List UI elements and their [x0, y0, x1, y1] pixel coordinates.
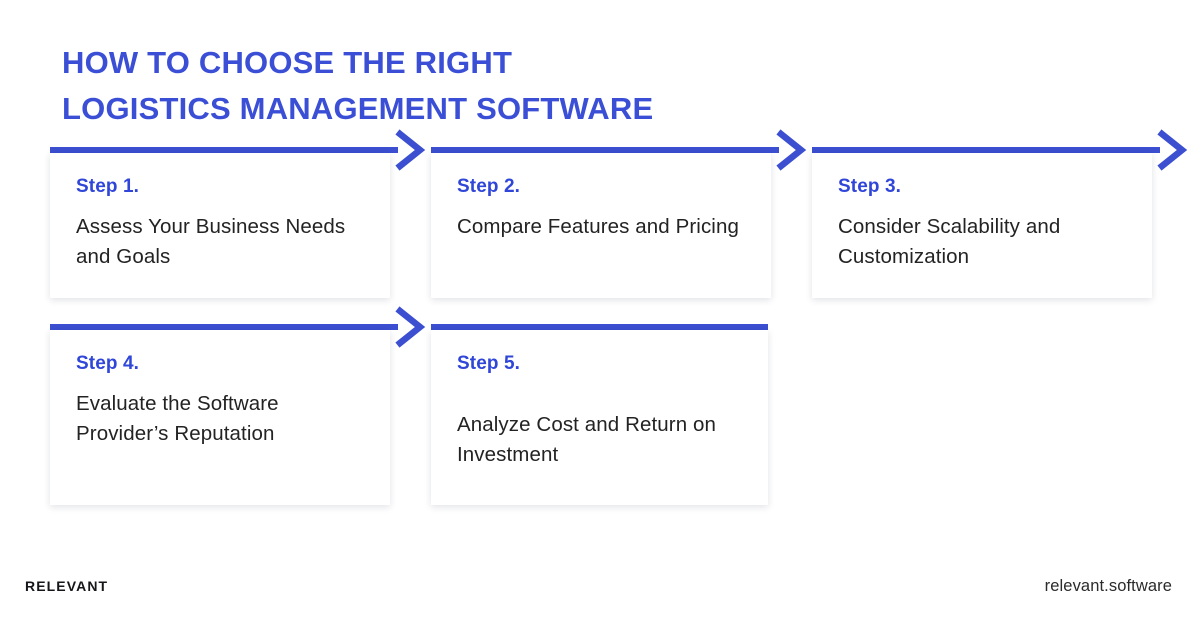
connector-line-step-4: [50, 324, 398, 330]
step-card-5[interactable]: Step 5. Analyze Cost and Return on Inves…: [431, 330, 768, 505]
step-card-3[interactable]: Step 3. Consider Scalability and Customi…: [812, 153, 1152, 298]
step-card-1[interactable]: Step 1. Assess Your Business Needs and G…: [50, 153, 390, 298]
step-card-2-label: Step 2.: [457, 176, 520, 197]
step-card-2[interactable]: Step 2. Compare Features and Pricing: [431, 153, 771, 298]
arrowhead-step-1: [395, 129, 430, 171]
step-card-5-description: Analyze Cost and Return on Investment: [457, 413, 716, 466]
step-card-2-description: Compare Features and Pricing: [457, 215, 739, 238]
step-card-5-label: Step 5.: [457, 353, 520, 374]
arrowhead-step-4: [395, 306, 430, 348]
step-card-1-label: Step 1.: [76, 176, 139, 197]
connector-line-step-2: [431, 147, 779, 153]
step-card-3-description: Consider Scalability and Customization: [838, 215, 1061, 268]
step-card-4-description: Evaluate the Software Provider’s Reputat…: [76, 392, 279, 445]
arrowhead-step-3: [1157, 129, 1192, 171]
footer-website-url[interactable]: relevant.software: [1044, 577, 1172, 595]
step-card-4-label: Step 4.: [76, 353, 139, 374]
connector-line-step-5: [431, 324, 768, 330]
page-title-line-1: HOW TO CHOOSE THE RIGHT: [62, 45, 513, 80]
step-card-4[interactable]: Step 4. Evaluate the Software Provider’s…: [50, 330, 390, 505]
arrowhead-step-2: [776, 129, 811, 171]
page-title-line-2: LOGISTICS MANAGEMENT SOFTWARE: [62, 91, 654, 126]
connector-line-step-1: [50, 147, 398, 153]
footer-brand-logo: RELEVANT: [25, 578, 109, 594]
connector-line-step-3: [812, 147, 1160, 153]
step-card-3-label: Step 3.: [838, 176, 901, 197]
step-card-1-description: Assess Your Business Needs and Goals: [76, 215, 346, 268]
page-title: HOW TO CHOOSE THE RIGHT LOGISTICS MANAGE…: [62, 40, 962, 132]
